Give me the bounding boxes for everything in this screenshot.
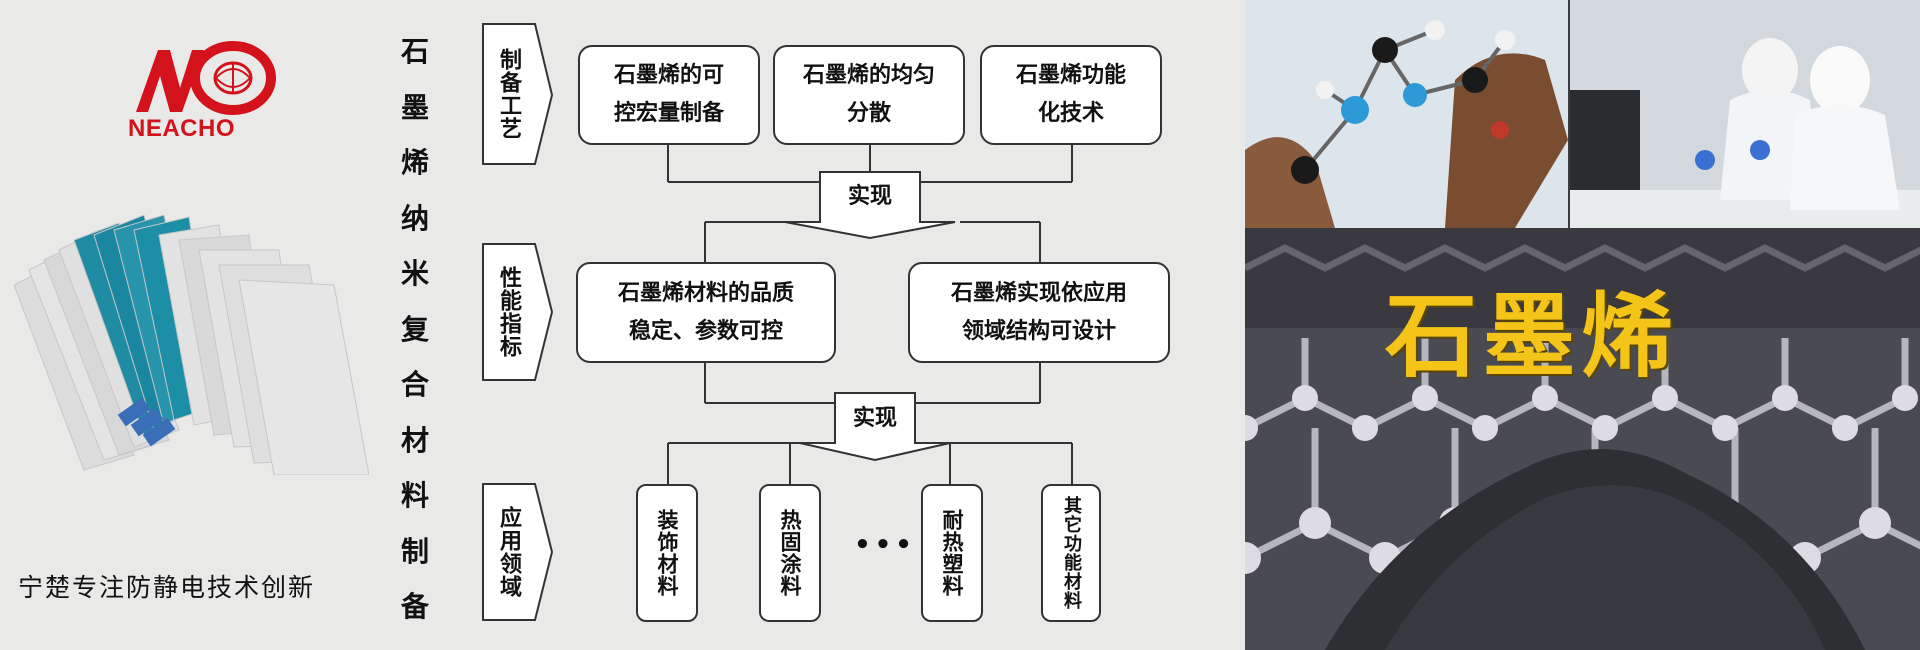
title-char: 墨 <box>400 90 429 124</box>
process-box: 石墨烯的可控宏量制备 <box>578 45 760 145</box>
title-char: 合 <box>400 368 429 401</box>
process-box-line: 石墨烯的可 <box>613 63 724 88</box>
property-box: 石墨烯材料的品质稳定、参数可控 <box>576 262 836 363</box>
title-char: 材 <box>400 423 429 457</box>
property-box-line: 石墨烯材料的品质 <box>617 280 794 306</box>
title-char: 纳 <box>400 201 429 235</box>
title-char: 米 <box>400 257 429 290</box>
right-photo-panel: 石墨烯 <box>1245 0 1920 650</box>
process-box-line: 控宏量制备 <box>613 101 724 126</box>
property-box: 石墨烯实现依应用领域结构可设计 <box>908 262 1170 363</box>
flow-connectors <box>482 23 1073 621</box>
connector-label: 实现 <box>847 184 892 209</box>
process-box: 石墨烯的均匀分散 <box>773 45 965 145</box>
molecule-model-photo <box>1245 0 1568 228</box>
graphene-lattice-image <box>1245 228 1920 650</box>
connector-label: 实现 <box>852 406 897 431</box>
stage-label-process: 制备工艺 <box>496 48 521 140</box>
graphene-title: 石墨烯 <box>1385 283 1680 390</box>
title-char: 料 <box>400 479 429 512</box>
title-char: 复 <box>400 312 429 346</box>
application-box: 装饰材料 <box>636 484 698 622</box>
application-box: 其它功能材料 <box>1041 484 1101 622</box>
stage-label-applications: 应用领域 <box>496 506 521 598</box>
title-char: 烯 <box>400 146 429 179</box>
process-box-line: 石墨烯功能 <box>1015 63 1126 88</box>
property-box-line: 石墨烯实现依应用 <box>950 280 1127 306</box>
neacho-logo-icon <box>136 41 276 115</box>
process-box-line: 分散 <box>846 101 891 126</box>
process-box: 石墨烯功能化技术 <box>980 45 1162 145</box>
vertical-title: 石 墨 烯 纳 米 复 合 材 料 制 备 <box>395 24 435 635</box>
sample-sheets-image <box>14 215 369 475</box>
property-box-line: 稳定、参数可控 <box>628 318 783 344</box>
brand-name: NEACHO <box>128 115 236 142</box>
left-panel: NEACHO 宁楚专注防静电技术创新 石 墨 烯 纳 <box>14 23 1170 635</box>
process-box-line: 化技术 <box>1037 101 1104 126</box>
property-box-line: 领域结构可设计 <box>961 318 1116 344</box>
application-box: 耐热塑料 <box>921 484 983 622</box>
process-box-line: 石墨烯的均匀 <box>802 63 935 88</box>
title-char: 备 <box>400 590 429 623</box>
title-char: 石 <box>400 35 429 68</box>
stage-label-properties: 性能指标 <box>496 266 521 358</box>
brand-slogan: 宁楚专注防静电技术创新 <box>18 573 316 602</box>
application-box: 热固涂料 <box>759 484 821 622</box>
ellipsis: ••• <box>854 530 916 560</box>
lab-technicians-photo <box>1570 0 1920 228</box>
title-char: 制 <box>400 534 429 568</box>
